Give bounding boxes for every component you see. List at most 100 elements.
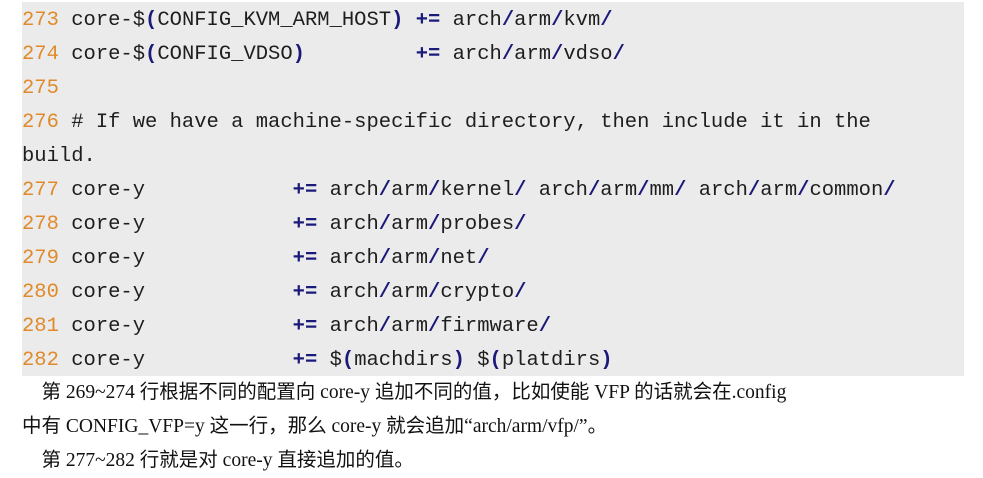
code-comment: build. <box>22 145 96 168</box>
code-token: core-y <box>71 315 146 338</box>
code-token: arch <box>440 43 502 66</box>
code-operator: / <box>477 247 490 270</box>
code-token: platdirs <box>501 349 601 372</box>
code-operator: += <box>292 349 318 372</box>
line-number: 280 <box>22 281 59 304</box>
code-operator: / <box>637 179 650 202</box>
code-token: arm <box>514 43 552 66</box>
code-token: net <box>440 247 478 270</box>
code-token: kvm <box>563 9 601 32</box>
code-token: kernel <box>440 179 515 202</box>
code-token: arm <box>391 179 428 202</box>
code-operator: / <box>428 281 441 304</box>
code-operator: / <box>514 179 527 202</box>
prose-paragraph-2-line-1: 第 277~282 行就是对 core-y 直接追加的值。 <box>22 450 414 471</box>
code-operator: / <box>428 315 441 338</box>
code-token: mm <box>649 179 675 202</box>
code-token <box>145 213 293 236</box>
code-operator: / <box>587 179 601 202</box>
code-operator: / <box>538 315 552 338</box>
code-operator: / <box>797 179 810 202</box>
code-token: arch <box>317 247 379 270</box>
code-token: arm <box>391 213 428 236</box>
code-operator: ( <box>145 43 158 66</box>
line-number: 274 <box>22 43 59 66</box>
code-line: 280 core-y += arch/arm/crypto/ <box>22 276 526 310</box>
code-line: 278 core-y += arch/arm/probes/ <box>22 208 526 242</box>
code-operator: / <box>378 247 392 270</box>
code-operator: / <box>551 43 564 66</box>
code-token: CONFIG_KVM_ARM_HOST <box>157 9 392 32</box>
code-operator: / <box>428 213 441 236</box>
line-number: 273 <box>22 9 59 32</box>
code-operator: / <box>378 179 392 202</box>
code-token <box>145 179 293 202</box>
code-token <box>145 349 293 372</box>
code-operator: ( <box>145 9 158 32</box>
code-token: core-y <box>71 349 146 372</box>
code-token: probes <box>440 213 515 236</box>
code-token: vdso <box>563 43 613 66</box>
code-token: arch <box>440 9 502 32</box>
code-operator: / <box>378 281 392 304</box>
code-line-continuation: build. <box>22 140 96 174</box>
code-token: core-y <box>71 213 146 236</box>
code-token: CONFIG_VDSO <box>157 43 293 66</box>
line-number: 279 <box>22 247 59 270</box>
code-token: machdirs <box>354 349 453 372</box>
code-token: arch <box>526 179 588 202</box>
code-operator: += <box>292 179 318 202</box>
code-operator: / <box>378 213 392 236</box>
code-operator: ) <box>292 43 305 66</box>
code-operator: / <box>501 9 515 32</box>
code-token: arch <box>317 315 379 338</box>
code-token: arm <box>760 179 798 202</box>
line-number: 282 <box>22 349 59 372</box>
prose-paragraph-1-line-2: 中有 CONFIG_VFP=y 这一行，那么 core-y 就会追加“arch/… <box>22 416 608 437</box>
code-operator: += <box>292 247 318 270</box>
code-token: arch <box>317 213 379 236</box>
code-line: 282 core-y += $(machdirs) $(platdirs) <box>22 344 613 378</box>
code-token: arm <box>514 9 552 32</box>
code-listing: 273 core-$(CONFIG_KVM_ARM_HOST) += arch/… <box>22 2 964 376</box>
code-operator: / <box>514 281 527 304</box>
code-token: core-$ <box>71 9 146 32</box>
code-token <box>145 281 293 304</box>
code-line: 279 core-y += arch/arm/net/ <box>22 242 490 276</box>
code-token: arm <box>391 315 428 338</box>
line-number: 277 <box>22 179 59 202</box>
code-token: core-$ <box>71 43 146 66</box>
code-operator: += <box>415 9 441 32</box>
line-number: 275 <box>22 77 59 100</box>
code-token: arm <box>600 179 638 202</box>
code-operator: / <box>501 43 515 66</box>
code-operator: / <box>514 213 527 236</box>
code-operator: ) <box>391 9 404 32</box>
code-operator: / <box>747 179 761 202</box>
code-token: firmware <box>440 315 539 338</box>
code-operator: / <box>612 43 625 66</box>
prose-paragraph-1-line-1: 第 269~274 行根据不同的配置向 core-y 追加不同的值，比如使能 V… <box>22 382 787 403</box>
code-line: 276 # If we have a machine-specific dire… <box>22 106 871 140</box>
code-operator: / <box>883 179 896 202</box>
code-operator: / <box>378 315 392 338</box>
code-token: core-y <box>71 281 146 304</box>
code-operator: / <box>551 9 564 32</box>
code-line: 281 core-y += arch/arm/firmware/ <box>22 310 551 344</box>
code-token <box>305 43 416 66</box>
line-number: 281 <box>22 315 59 338</box>
code-operator: ( <box>341 349 355 372</box>
code-line: 274 core-$(CONFIG_VDSO) += arch/arm/vdso… <box>22 38 625 72</box>
code-operator: ) <box>600 349 613 372</box>
code-operator: / <box>428 247 441 270</box>
code-token: arch <box>686 179 748 202</box>
code-token: arch <box>317 281 379 304</box>
code-operator: += <box>292 281 318 304</box>
code-line: 275 <box>22 72 71 106</box>
line-number: 278 <box>22 213 59 236</box>
code-token <box>145 315 293 338</box>
code-token: arch <box>317 179 379 202</box>
code-token: crypto <box>440 281 515 304</box>
code-operator: += <box>292 213 318 236</box>
code-token: core-y <box>71 179 146 202</box>
